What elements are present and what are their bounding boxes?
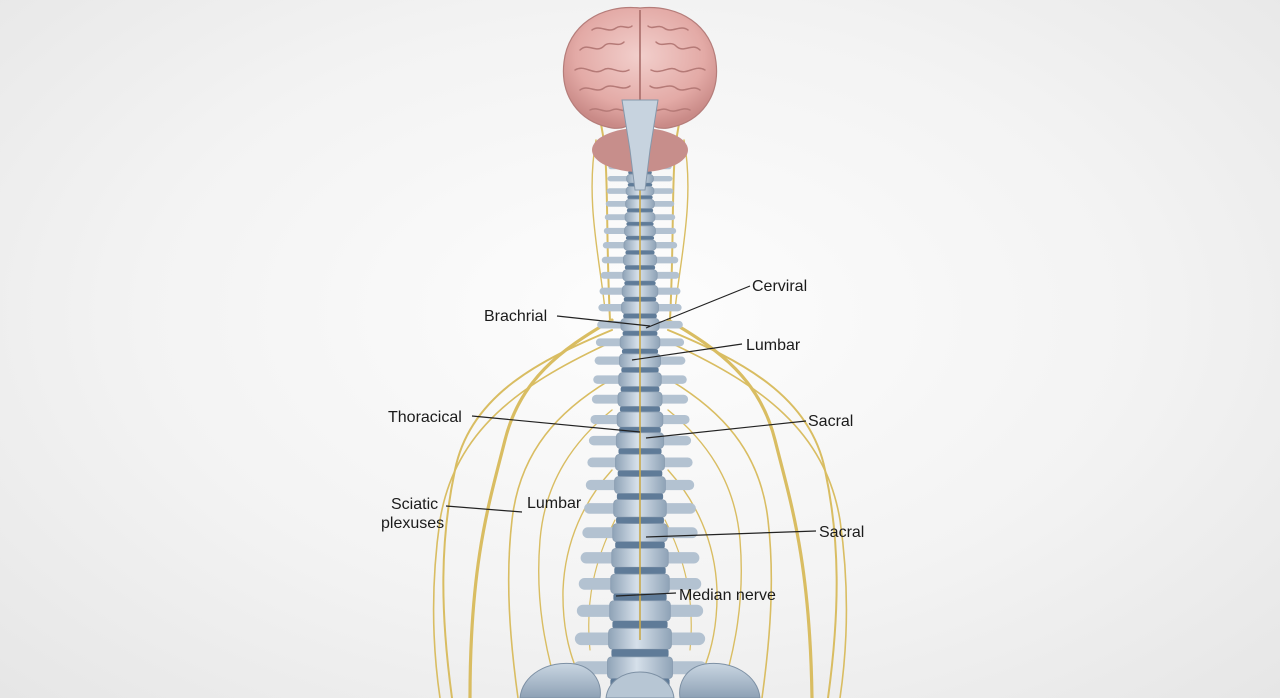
leader-cervical: [645, 285, 751, 329]
leader-median: [615, 592, 677, 597]
label-lumbar-lower: Lumbar: [527, 495, 582, 512]
label-lumbar-upper: Lumbar: [746, 337, 801, 354]
label-cervical: Cerviral: [752, 278, 807, 295]
label-sacral-lower: Sacral: [819, 524, 864, 541]
leader-lumbar-upper: [631, 343, 743, 361]
leader-sacral-upper: [645, 420, 807, 439]
leader-sacral-lower: [645, 530, 817, 538]
brain: [562, 6, 718, 191]
label-thoracic: Thoracical: [388, 409, 462, 426]
leader-brachial: [556, 315, 651, 327]
label-sciatic-line1: Sciatic: [391, 496, 438, 513]
pelvis: [519, 662, 761, 698]
leader-sciatic: [445, 505, 523, 513]
label-brachial: Brachrial: [484, 308, 547, 325]
leader-thoracic: [471, 415, 641, 433]
labels: Cerviral Brachrial Lumbar Thoracical Sac…: [381, 278, 864, 604]
leader-lines: [445, 285, 817, 597]
label-sacral-upper: Sacral: [808, 413, 853, 430]
label-median-nerve: Median nerve: [679, 587, 776, 604]
intervertebral-disc: [611, 649, 669, 657]
label-sciatic-line2: plexuses: [381, 515, 444, 532]
